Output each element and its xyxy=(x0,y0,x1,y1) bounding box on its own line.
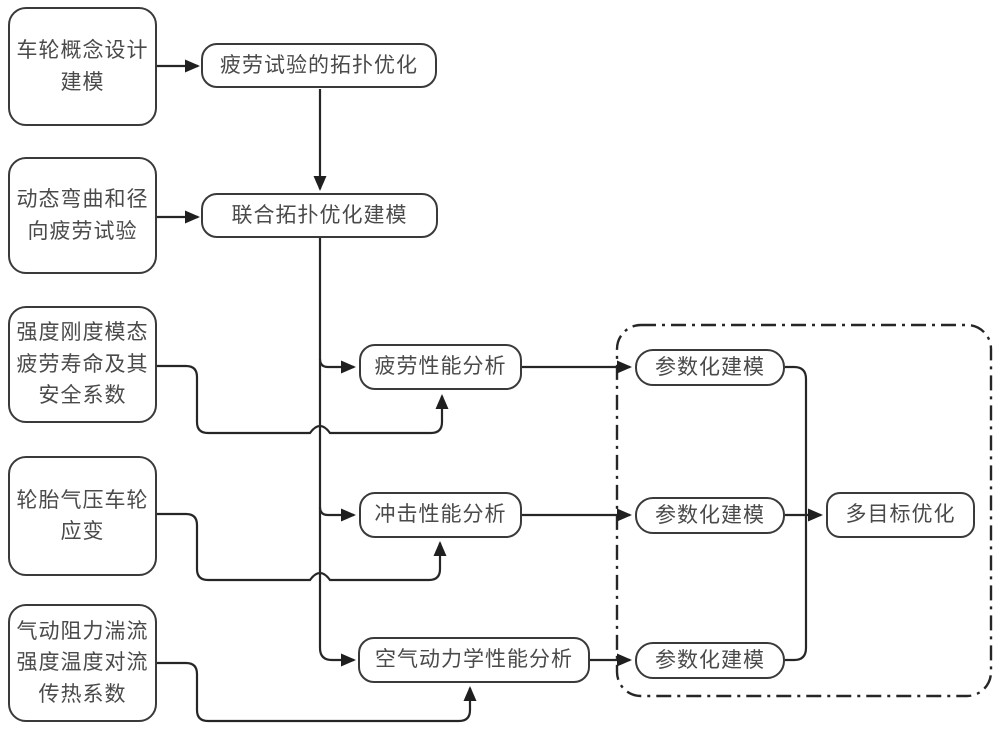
edge-tire-to-impact xyxy=(157,512,447,582)
node-parametric-modeling-fatigue: 参数化建模 xyxy=(635,349,785,386)
node-dynamic-bending-radial-fatigue-test: 动态弯曲和径 向疲劳试验 xyxy=(8,157,157,274)
node-multi-objective-optimization: 多目标优化 xyxy=(826,492,975,538)
edge-strength-to-fatigue xyxy=(157,364,449,435)
edge-branch-impact xyxy=(318,506,356,522)
edge-trunk-to-aero xyxy=(318,238,356,667)
node-parametric-modeling-impact: 参数化建模 xyxy=(635,497,785,534)
node-parametric-modeling-aero: 参数化建模 xyxy=(635,642,785,679)
edge-param1-collector xyxy=(785,365,808,515)
edge-branch-fatigue xyxy=(318,358,356,374)
node-fatigue-test-topology-optimization: 疲劳试验的拓扑优化 xyxy=(201,43,437,88)
node-aero-drag-turbulence-temperature-convection: 气动阻力湍流 强度温度对流 传热系数 xyxy=(8,604,157,722)
node-strength-stiffness-modal-fatigue-life-safety: 强度刚度模态 疲劳寿命及其 安全系数 xyxy=(8,306,157,423)
parametric-optimization-group xyxy=(615,323,993,698)
node-tire-pressure-wheel-strain: 轮胎气压车轮 应变 xyxy=(8,456,157,576)
node-impact-performance-analysis: 冲击性能分析 xyxy=(359,492,522,538)
node-aerodynamic-performance-analysis: 空气动力学性能分析 xyxy=(358,637,590,683)
edge-param3-collector xyxy=(785,515,808,662)
node-joint-topology-optimization-modeling: 联合拓扑优化建模 xyxy=(201,193,438,238)
node-wheel-concept-modeling: 车轮概念设计 建模 xyxy=(8,7,157,126)
edge-aeroinput-to-aero xyxy=(157,661,477,723)
node-fatigue-performance-analysis: 疲劳性能分析 xyxy=(359,344,522,390)
